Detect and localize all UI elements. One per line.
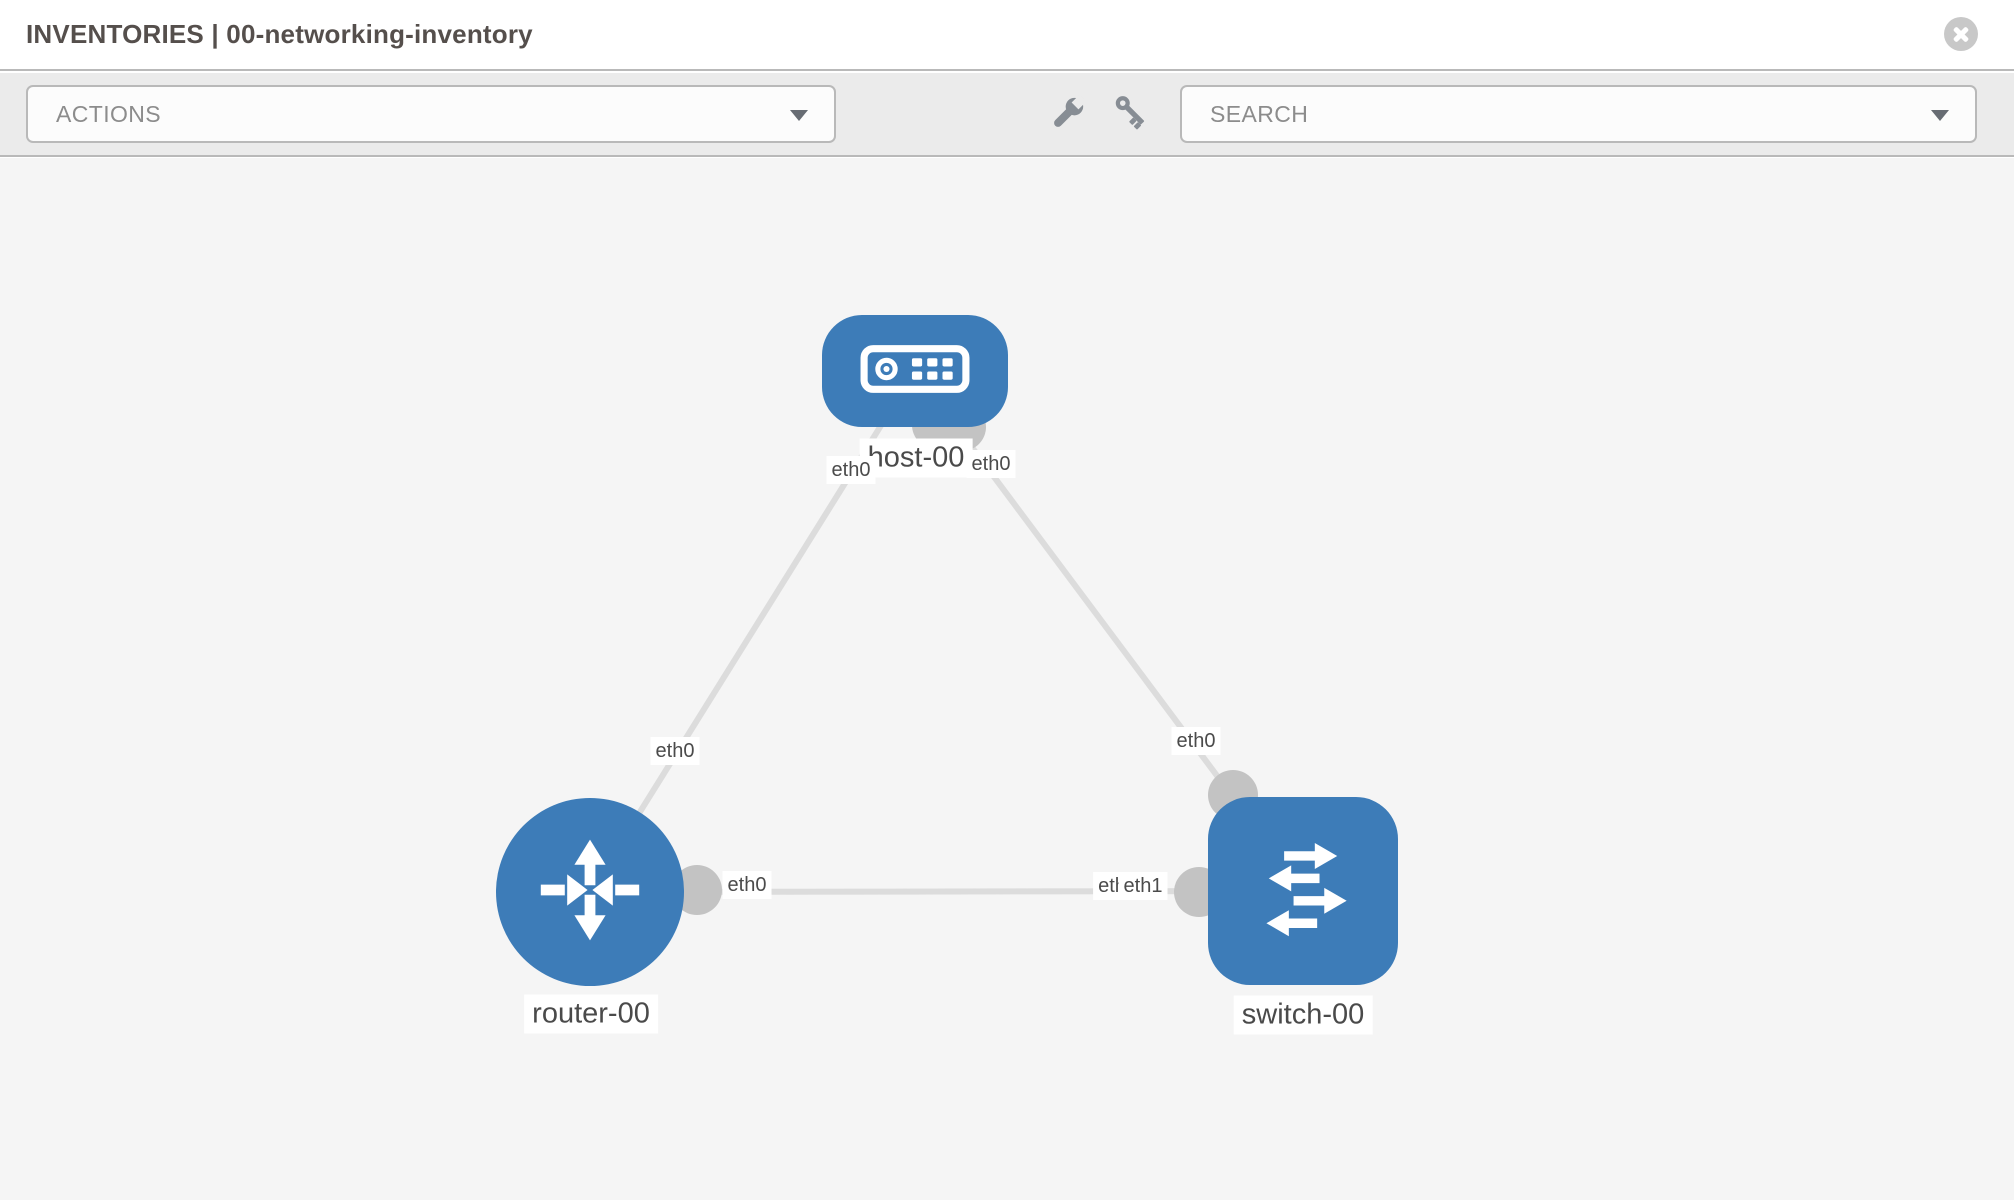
router-icon bbox=[530, 830, 650, 955]
header: INVENTORIES | 00-networking-inventory bbox=[0, 0, 2014, 71]
node-label-router: router-00 bbox=[524, 994, 658, 1034]
wrench-icon[interactable] bbox=[1046, 93, 1088, 135]
actions-dropdown[interactable]: ACTIONS bbox=[26, 85, 836, 143]
iface-label-switch-left: eth1 bbox=[1118, 872, 1168, 900]
node-label-host: host-00 bbox=[859, 438, 973, 478]
node-switch-00[interactable] bbox=[1208, 797, 1398, 985]
search-dropdown-label: SEARCH bbox=[1210, 101, 1309, 127]
topology-canvas[interactable]: host-00 router-00 switch-00 eth0 eth0 et… bbox=[0, 158, 2014, 1200]
toolbar: ACTIONS bbox=[0, 73, 2014, 157]
chevron-down-icon bbox=[1931, 110, 1949, 121]
key-icon[interactable] bbox=[1110, 93, 1152, 135]
page-title: INVENTORIES | 00-networking-inventory bbox=[26, 19, 533, 49]
node-host-00[interactable] bbox=[822, 315, 1008, 427]
node-label-switch: switch-00 bbox=[1233, 995, 1373, 1035]
close-icon[interactable] bbox=[1944, 17, 1978, 51]
iface-label-switch-uplink: eth0 bbox=[1171, 727, 1221, 755]
iface-label-router-uplink: eth0 bbox=[650, 737, 700, 765]
actions-dropdown-label: ACTIONS bbox=[56, 101, 162, 127]
chevron-down-icon bbox=[790, 110, 808, 121]
search-dropdown[interactable]: SEARCH bbox=[1180, 85, 1977, 143]
node-router-00[interactable] bbox=[496, 798, 684, 986]
links-layer bbox=[587, 369, 1306, 917]
endpoint-dot bbox=[672, 865, 722, 915]
switch-icon bbox=[1244, 830, 1362, 953]
iface-label-host-left: eth0 bbox=[826, 456, 876, 484]
iface-label-router-right: eth0 bbox=[722, 871, 772, 899]
iface-label-host-right: eth0 bbox=[966, 450, 1016, 478]
host-icon bbox=[859, 343, 971, 400]
